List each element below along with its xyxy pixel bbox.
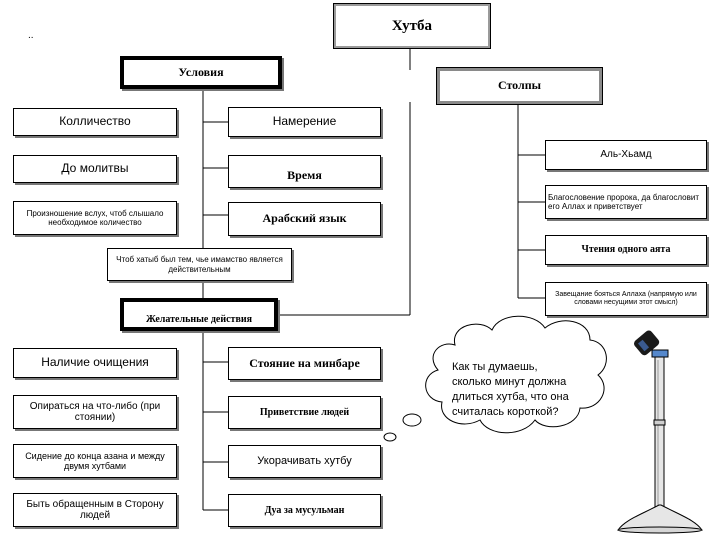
desirable-text: Сидение до конца азана и между двумя хут… xyxy=(25,450,165,471)
condition-box: Намерение xyxy=(228,107,381,137)
pillar-box: Благословение пророка, да благословит ег… xyxy=(545,185,707,219)
desirable-text: Укорачивать хутбу xyxy=(257,455,352,468)
desirable-text: Стояние на минбаре xyxy=(249,355,360,370)
thought-bubble-cloud xyxy=(368,315,607,452)
condition-text: Намерение xyxy=(272,114,337,129)
pillars-header-text: Столпы xyxy=(497,78,542,93)
desirable-text: Быть обращенным в Сторону людей xyxy=(26,498,164,522)
desirable-text: Наличие очищения xyxy=(41,355,149,370)
desirable-box: Наличие очищения xyxy=(13,348,177,378)
condition-text: Арабский язык xyxy=(262,211,347,226)
desirable-box: Опираться на что-либо (при стоянии) xyxy=(13,395,177,429)
condition-text: Колличество xyxy=(59,114,131,129)
desirable-box: Сидение до конца азана и между двумя хут… xyxy=(13,444,177,478)
desirable-box: Быть обращенным в Сторону людей xyxy=(13,493,177,527)
desirable-box: Укорачивать хутбу xyxy=(228,445,381,478)
desirable-text: Дуа за мусульман xyxy=(264,504,345,516)
diagram-title-text: Хутба xyxy=(391,17,433,34)
desirable-box: Стояние на минбаре xyxy=(228,347,381,380)
condition-box: Колличество xyxy=(13,108,177,136)
conditions-header: Условия xyxy=(120,56,282,89)
pillar-text: Чтения одного аята xyxy=(581,244,671,256)
pillar-box: Аль-Хьамд xyxy=(545,140,707,170)
pillars-header: Столпы xyxy=(436,67,603,105)
condition-text: Время xyxy=(287,167,322,182)
pillar-box: Завещание бояться Аллаха (напрямую или с… xyxy=(545,282,707,316)
condition-box: Произношение вслух, чтоб слышало необход… xyxy=(13,201,177,235)
condition-box: Время xyxy=(228,155,381,188)
microphone-on-stand-icon xyxy=(617,330,703,534)
pillar-text: Благословение пророка, да благословит ег… xyxy=(548,192,700,211)
desirable-text: Опираться на что-либо (при стоянии) xyxy=(29,400,161,424)
condition-box: Чтоб хатыб был тем, чье имамство являетс… xyxy=(107,248,292,281)
condition-box: Арабский язык xyxy=(228,202,381,236)
diagram-title: Хутба xyxy=(333,3,491,49)
desirable-text: Приветствие людей xyxy=(259,406,350,418)
condition-text: До молитвы xyxy=(61,161,129,176)
desirable-box: Приветствие людей xyxy=(228,396,381,429)
condition-text: Чтоб хатыб был тем, чье имамство являетс… xyxy=(116,255,283,274)
conditions-header-text: Условия xyxy=(178,64,224,79)
thought-bubble-text: Как ты думаешь, сколько минут должна дли… xyxy=(452,361,569,418)
stray-mark: .. xyxy=(28,30,34,41)
desirable-box: Дуа за мусульман xyxy=(228,494,381,527)
condition-text: Произношение вслух, чтоб слышало необход… xyxy=(26,208,164,227)
pillar-text: Завещание бояться Аллаха (напрямую или с… xyxy=(555,290,697,306)
pillar-box: Чтения одного аята xyxy=(545,235,707,265)
desirable-header-text: Желательные действия xyxy=(145,313,253,325)
desirable-header: Желательные действия xyxy=(120,298,278,331)
condition-box: До молитвы xyxy=(13,155,177,183)
pillar-text: Аль-Хьамд xyxy=(600,149,652,161)
